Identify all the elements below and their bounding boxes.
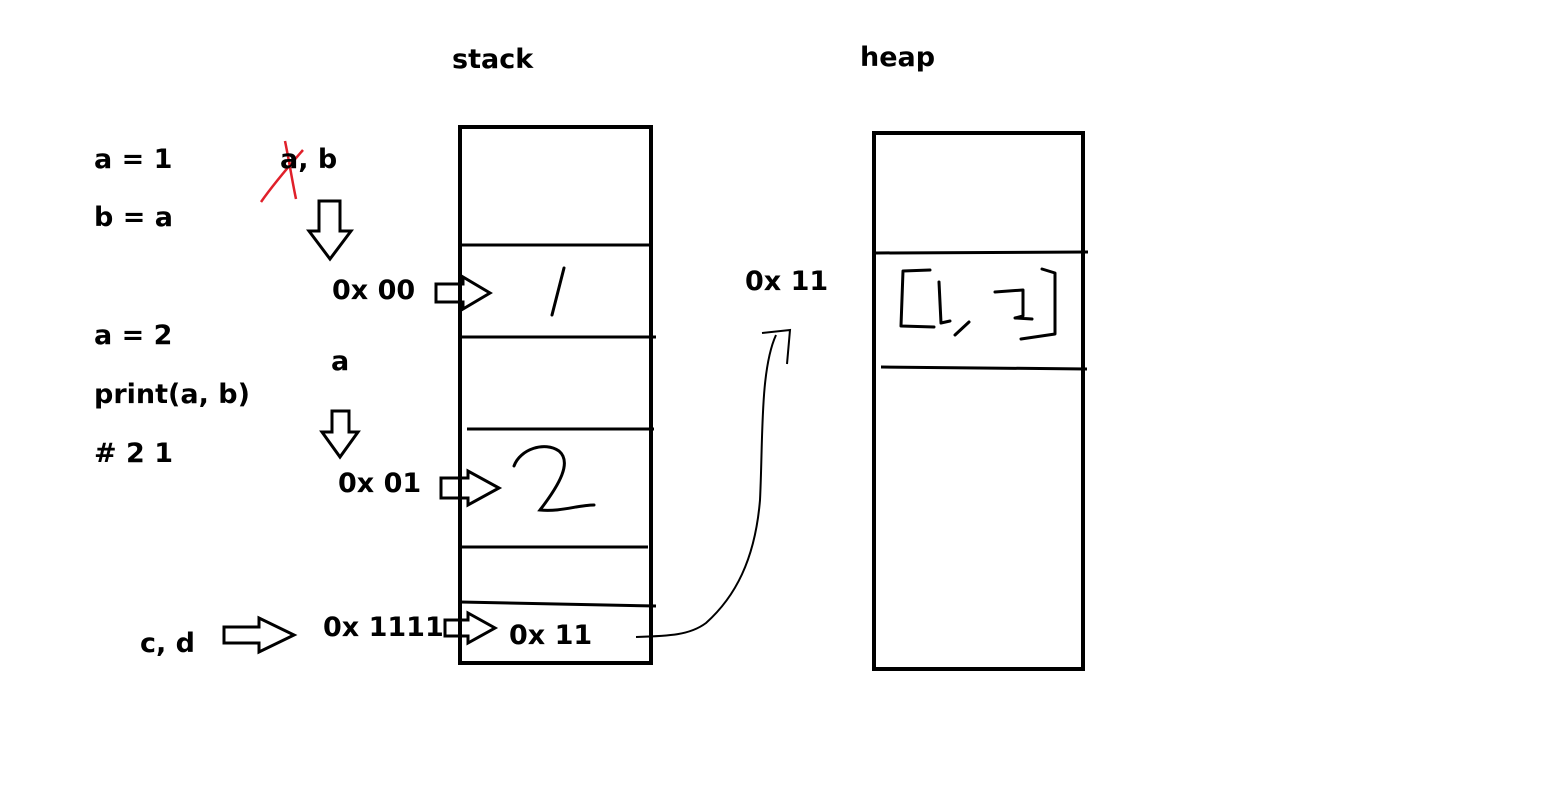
right-arrow-icon xyxy=(434,274,493,312)
pointer-curve xyxy=(635,334,777,638)
handwritten-two xyxy=(512,445,596,512)
right-arrow-icon xyxy=(222,615,298,655)
code-line: a = 2 xyxy=(94,320,173,351)
stack-divider-5 xyxy=(459,600,657,608)
right-arrow-icon xyxy=(439,468,503,508)
variable-label-ab: a, b xyxy=(280,144,338,175)
variable-label-a: a xyxy=(331,346,350,377)
stack-cell-reference: 0x 11 xyxy=(509,620,593,651)
address-label: 0x 00 xyxy=(332,275,416,306)
heap-address-label: 0x 11 xyxy=(745,266,829,297)
address-label: 0x 1111 xyxy=(323,612,444,643)
stack-title: stack xyxy=(452,44,534,75)
strike-mark-icon xyxy=(283,140,298,200)
code-line: a = 1 xyxy=(94,144,173,175)
right-arrow-icon xyxy=(443,610,499,646)
heap-title: heap xyxy=(860,42,936,73)
down-arrow-icon xyxy=(306,199,354,262)
variable-label-cd: c, d xyxy=(140,628,195,659)
pointer-arrowhead-icon xyxy=(761,328,792,365)
handwritten-list xyxy=(899,267,1057,341)
code-line: print(a, b) xyxy=(94,379,250,410)
down-arrow-icon xyxy=(319,409,361,460)
stack-box xyxy=(458,125,653,665)
heap-box xyxy=(872,131,1085,671)
code-line: # 2 1 xyxy=(94,438,173,469)
heap-divider-1 xyxy=(875,250,1089,255)
code-line: b = a xyxy=(94,202,173,233)
address-label: 0x 01 xyxy=(338,468,422,499)
heap-divider-2 xyxy=(880,365,1088,371)
strike-mark-icon xyxy=(259,149,304,203)
handwritten-one xyxy=(550,266,566,317)
